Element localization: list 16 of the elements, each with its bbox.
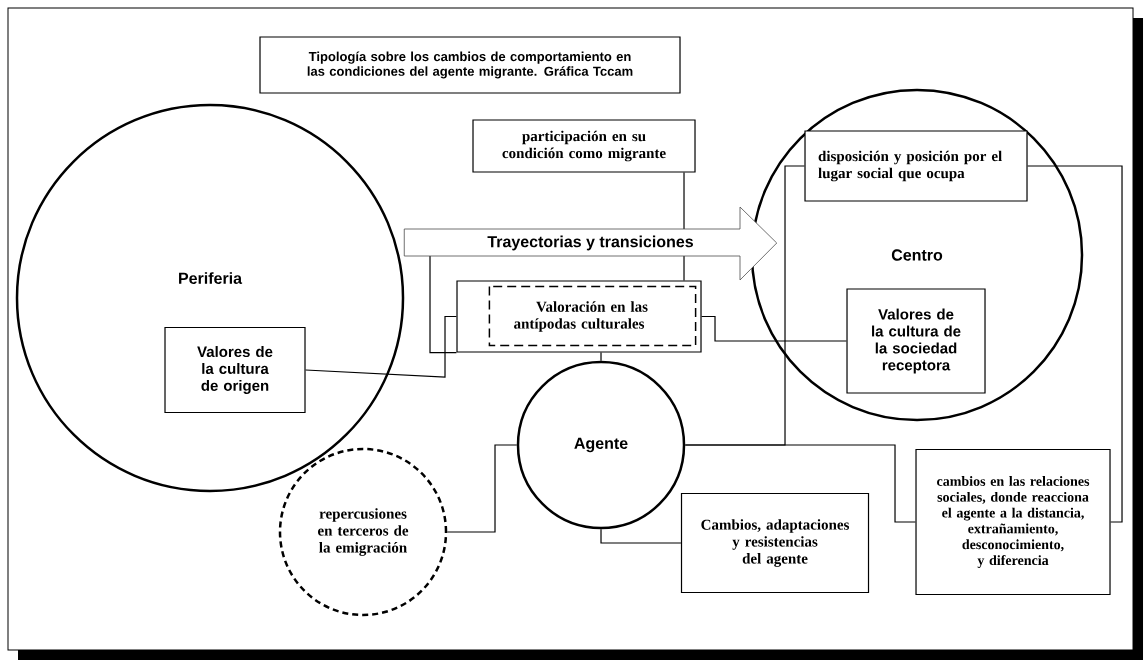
connector	[1027, 165, 1123, 523]
value-box: Valores de la cultura de la sociedad receptora	[846, 288, 986, 394]
title-box: Tipología sobre los cambios de comportamiento en las condiciones del agente migrante. Gráfica Tccam	[259, 36, 681, 94]
concept-box: Cambios, adaptaciones y resistencias del agente	[680, 492, 870, 594]
framed-dashed-box: Valoración en las antípodas culturales	[456, 280, 702, 353]
connector	[305, 315, 457, 378]
connector	[684, 444, 916, 523]
concept-box: cambios en las relaciones sociales, donde reacciona el agente a la distancia, extrañamiento, desconocimiento, y diferencia	[915, 448, 1111, 596]
connector	[701, 315, 847, 342]
connector	[446, 444, 518, 533]
connector	[600, 528, 682, 544]
value-box: Valores de la cultura de origen	[164, 326, 306, 414]
connector	[600, 352, 602, 362]
concept-box: participación en su condición como migrante	[472, 119, 696, 173]
edge-label: Trayectorias y transiciones	[487, 235, 693, 251]
connector	[429, 255, 457, 354]
